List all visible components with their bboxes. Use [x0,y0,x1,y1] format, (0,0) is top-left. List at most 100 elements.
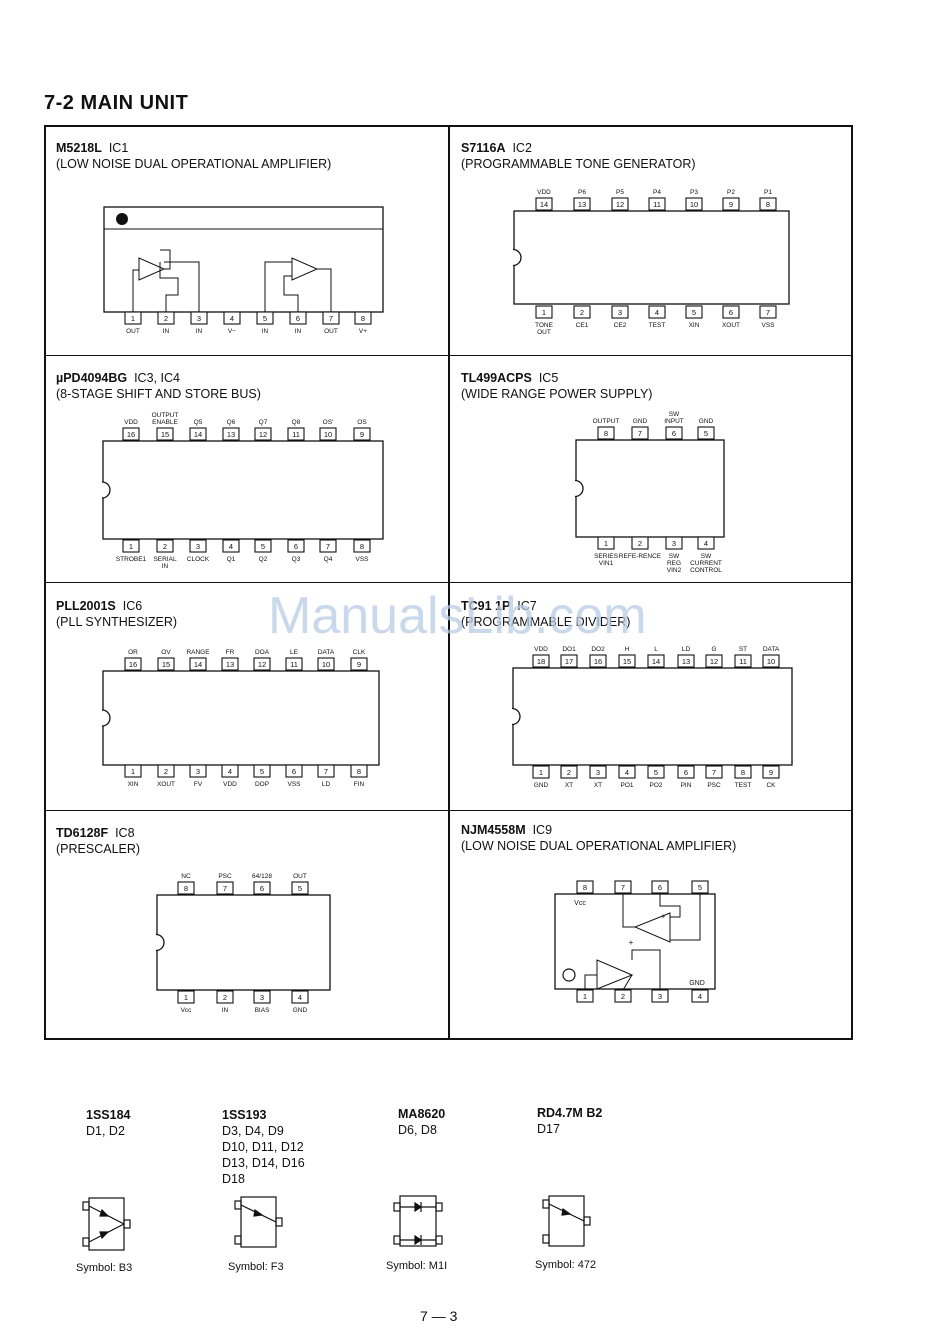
pin-box [253,881,271,895]
pin-label: P4 [653,189,661,196]
pin-label: TEST [649,322,666,329]
pin-number: 2 [164,767,168,776]
pin-number: 13 [578,200,586,209]
pin-label: GND [699,418,714,425]
pin-label: XIN [689,322,700,329]
pin-box [685,197,703,211]
ic-body [156,894,331,991]
pin-number: 5 [298,884,302,893]
pin-box [189,427,207,441]
pin1-dot [116,213,128,225]
page-number: 7 — 3 [420,1308,458,1324]
pin-number: 15 [161,430,169,439]
pin-number: 3 [197,314,201,323]
pin-number: 10 [322,660,330,669]
pin-label: OUTPUT [152,412,179,419]
pin-number: 1 [539,768,543,777]
pin-label: ST [739,646,747,653]
ic-body [102,670,380,766]
pin-label: Q7 [259,419,268,426]
pin-box [157,657,175,671]
pin-label: OS' [323,419,334,426]
pin-label: STROBE1 [116,556,147,563]
pin-label: DO2 [591,646,605,653]
pin-number: 3 [196,767,200,776]
pin-label: OUT [324,328,338,335]
pin-box [647,765,665,779]
pin-label: OR [128,649,138,656]
pin-box [350,764,368,778]
pin-number: 12 [259,430,267,439]
pin-box [648,197,666,211]
pin-box [156,427,174,441]
pin-label: H [625,646,630,653]
pin-number: 14 [194,430,202,439]
pin-box [705,654,723,668]
pin-label: P2 [727,189,735,196]
pin-label: GND [534,782,549,789]
pin-number: 7 [324,767,328,776]
diode-472-package-icon [542,1195,591,1247]
ic6-title: PLL2001S IC6(PLL SYNTHESIZER) [56,599,178,629]
pin-label: 64/128 [252,873,272,880]
pin-box [722,305,740,319]
diode-f3-package-icon [234,1196,283,1248]
pin-number: 7 [621,883,625,892]
ic5-title: TL499ACPS IC5(WIDE RANGE POWER SUPPLY) [461,371,653,401]
pin-box [722,197,740,211]
pin-number: 6 [729,308,733,317]
pin-number: 4 [298,993,302,1002]
pin-label: OUT [126,328,140,335]
pin-box [221,764,239,778]
pin-box [287,539,305,553]
pin-number: 2 [223,993,227,1002]
pin-number: 6 [672,429,676,438]
table-divider-row2 [44,582,853,583]
pin-number: 4 [698,992,702,1001]
pin-label: DOP [255,781,269,788]
pin-box [157,764,175,778]
pin-box [665,536,683,550]
pin-label: OV [161,649,171,656]
pin-number: 7 [712,768,716,777]
pin-number: 7 [638,429,642,438]
pin-box [189,539,207,553]
pin-label: CLK [353,649,366,656]
ic-body [554,893,716,990]
ic9-gnd-label: GND [689,980,705,987]
pin-box [285,764,303,778]
pin-number: 1 [131,314,135,323]
ic-package-3: 16VDD15OUTPUTENABLE14Q513Q612Q711Q810OS'… [101,412,384,570]
pin-box [317,657,335,671]
pin-number: 1 [129,542,133,551]
pin-label: P5 [616,189,624,196]
pin-number: 1 [542,308,546,317]
pin-number: 2 [580,308,584,317]
pin-number: 7 [223,884,227,893]
pin-label: Q8 [292,419,301,426]
pin-number: 2 [164,314,168,323]
pin-label: V− [228,328,236,335]
ic-package-4: 8OUTPUT7GND6SWINPUT5GND1SERIESVIN12REFE-… [574,411,725,574]
pin-box [734,654,752,668]
pin-label: XT [594,782,602,789]
pin-label: INPUT [664,418,684,425]
pin-number: 5 [698,883,702,892]
pin-number: 9 [769,768,773,777]
pin-box [253,764,271,778]
pin-number: 10 [690,200,698,209]
ic1-opamp-schematic [132,249,332,312]
pin-label: OS [357,419,367,426]
pin-label: IN [163,328,170,335]
diode-b3-package-icon [82,1197,131,1251]
pin-label: LD [682,646,691,653]
pin-number: 5 [654,768,658,777]
pin-box [762,765,780,779]
pin-number: 16 [127,430,135,439]
pin-box [705,765,723,779]
pin-label: XOUT [157,781,175,788]
pin-number: 1 [184,993,188,1002]
